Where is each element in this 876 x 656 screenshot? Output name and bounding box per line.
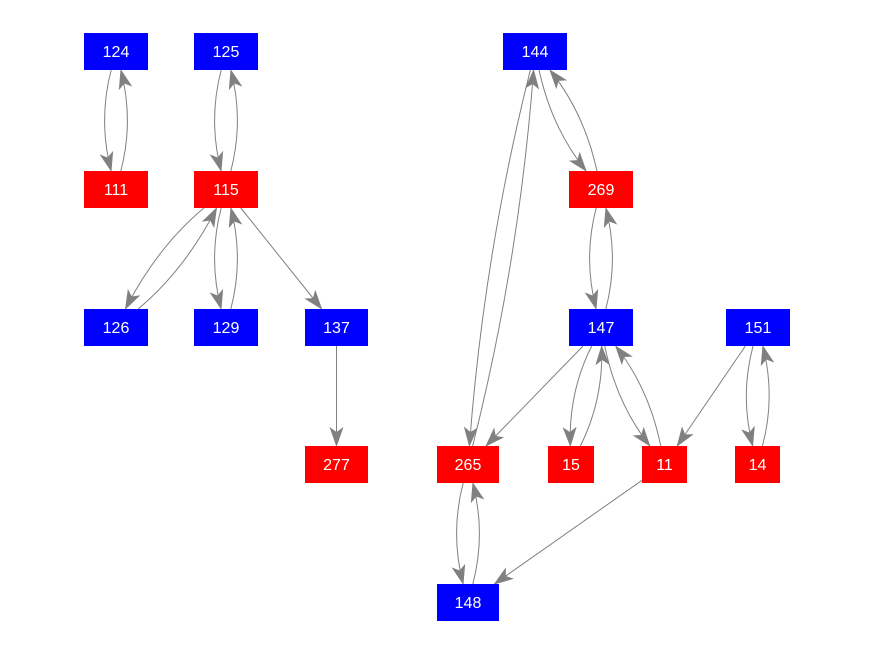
edge-265-to-144: [472, 69, 540, 447]
node-label: 265: [455, 457, 482, 474]
edge-144-to-265: [463, 69, 531, 447]
node-box: [305, 446, 368, 483]
edge-115-to-129: [209, 207, 224, 310]
edge-265-to-148: [451, 482, 466, 585]
node-111[interactable]: 111: [84, 171, 148, 208]
node-label: 151: [745, 320, 772, 337]
node-box: [548, 446, 594, 483]
edge-144-to-269: [538, 69, 587, 172]
node-151[interactable]: 151: [726, 309, 790, 346]
node-box: [726, 309, 790, 346]
edge-124-to-111: [99, 69, 114, 172]
node-box: [437, 446, 499, 483]
node-box: [194, 171, 258, 208]
edge-147-to-265: [485, 345, 584, 447]
node-label: 129: [213, 320, 240, 337]
node-label: 277: [323, 457, 350, 474]
node-label: 115: [213, 182, 239, 199]
node-box: [569, 171, 633, 208]
node-label: 144: [522, 44, 549, 61]
node-137[interactable]: 137: [305, 309, 368, 346]
edge-269-to-147: [584, 207, 599, 310]
node-box: [305, 309, 368, 346]
node-box: [503, 33, 567, 70]
node-label: 14: [749, 457, 767, 474]
node-label: 11: [656, 457, 673, 474]
node-label: 269: [588, 182, 615, 199]
edge-148-to-265: [470, 482, 485, 585]
node-label: 111: [104, 182, 128, 199]
node-144[interactable]: 144: [503, 33, 567, 70]
edge-125-to-115: [209, 69, 224, 172]
edge-115-to-126: [124, 207, 205, 310]
node-265[interactable]: 265: [437, 446, 499, 483]
node-125[interactable]: 125: [194, 33, 258, 70]
node-269[interactable]: 269: [569, 171, 633, 208]
edge-11-to-147: [614, 345, 662, 447]
edge-115-to-125: [228, 69, 243, 172]
node-115[interactable]: 115: [194, 171, 258, 208]
node-124[interactable]: 124: [84, 33, 148, 70]
node-148[interactable]: 148: [437, 584, 499, 621]
edge-129-to-115: [228, 207, 243, 310]
edge-147-to-11: [604, 345, 651, 447]
node-label: 126: [103, 320, 130, 337]
node-277[interactable]: 277: [305, 446, 368, 483]
edge-11-to-148: [493, 479, 643, 585]
node-box: [642, 446, 687, 483]
node-label: 15: [562, 457, 580, 474]
edge-115-to-137: [240, 207, 323, 310]
node-box: [735, 446, 780, 483]
edge-111-to-124: [118, 69, 133, 172]
node-11[interactable]: 11: [642, 446, 687, 483]
node-box: [84, 309, 148, 346]
node-label: 125: [213, 44, 240, 61]
edge-15-to-147: [579, 345, 610, 447]
edge-269-to-144: [549, 69, 598, 172]
edge-14-to-151: [760, 345, 775, 447]
node-label: 147: [588, 320, 615, 337]
node-box: [437, 584, 499, 621]
edge-151-to-11: [676, 345, 746, 447]
node-box: [194, 33, 258, 70]
node-126[interactable]: 126: [84, 309, 148, 346]
node-box: [84, 33, 148, 70]
node-label: 124: [103, 44, 130, 61]
node-15[interactable]: 15: [548, 446, 594, 483]
edge-126-to-115: [137, 207, 218, 310]
node-147[interactable]: 147: [569, 309, 633, 346]
node-14[interactable]: 14: [735, 446, 780, 483]
node-129[interactable]: 129: [194, 309, 258, 346]
edge-147-to-269: [603, 207, 618, 310]
node-box: [84, 171, 148, 208]
node-box: [569, 309, 633, 346]
node-label: 137: [323, 320, 350, 337]
node-box: [194, 309, 258, 346]
edge-147-to-15: [562, 345, 593, 447]
node-label: 148: [455, 595, 482, 612]
edge-151-to-14: [741, 345, 755, 447]
